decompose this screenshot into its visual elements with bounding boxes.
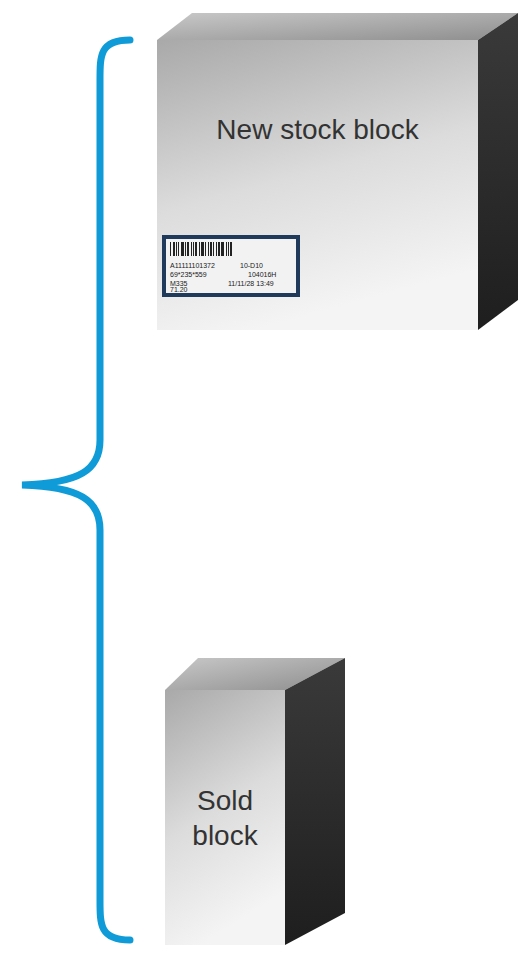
barcode-text: 69*235*559: [170, 271, 207, 278]
block-label: Sold block: [173, 783, 277, 853]
barcode-text: 11/11/28 13:49: [228, 280, 274, 287]
barcode-text: 104016H: [248, 271, 276, 278]
barcode-label: [162, 235, 300, 297]
barcode-text: A11111101372: [170, 262, 215, 269]
barcode-text: 71.20: [170, 286, 188, 293]
sold-block: Sold block: [165, 690, 285, 945]
stock-block: New stock block: [157, 40, 478, 330]
block-label: New stock block: [216, 112, 418, 147]
stock-block-3d: [157, 13, 518, 330]
barcode-text: M335: [170, 280, 188, 287]
sold-block-3d: [165, 658, 345, 945]
barcode-text: 10-D10: [240, 262, 263, 269]
curly-brace: [22, 40, 130, 940]
